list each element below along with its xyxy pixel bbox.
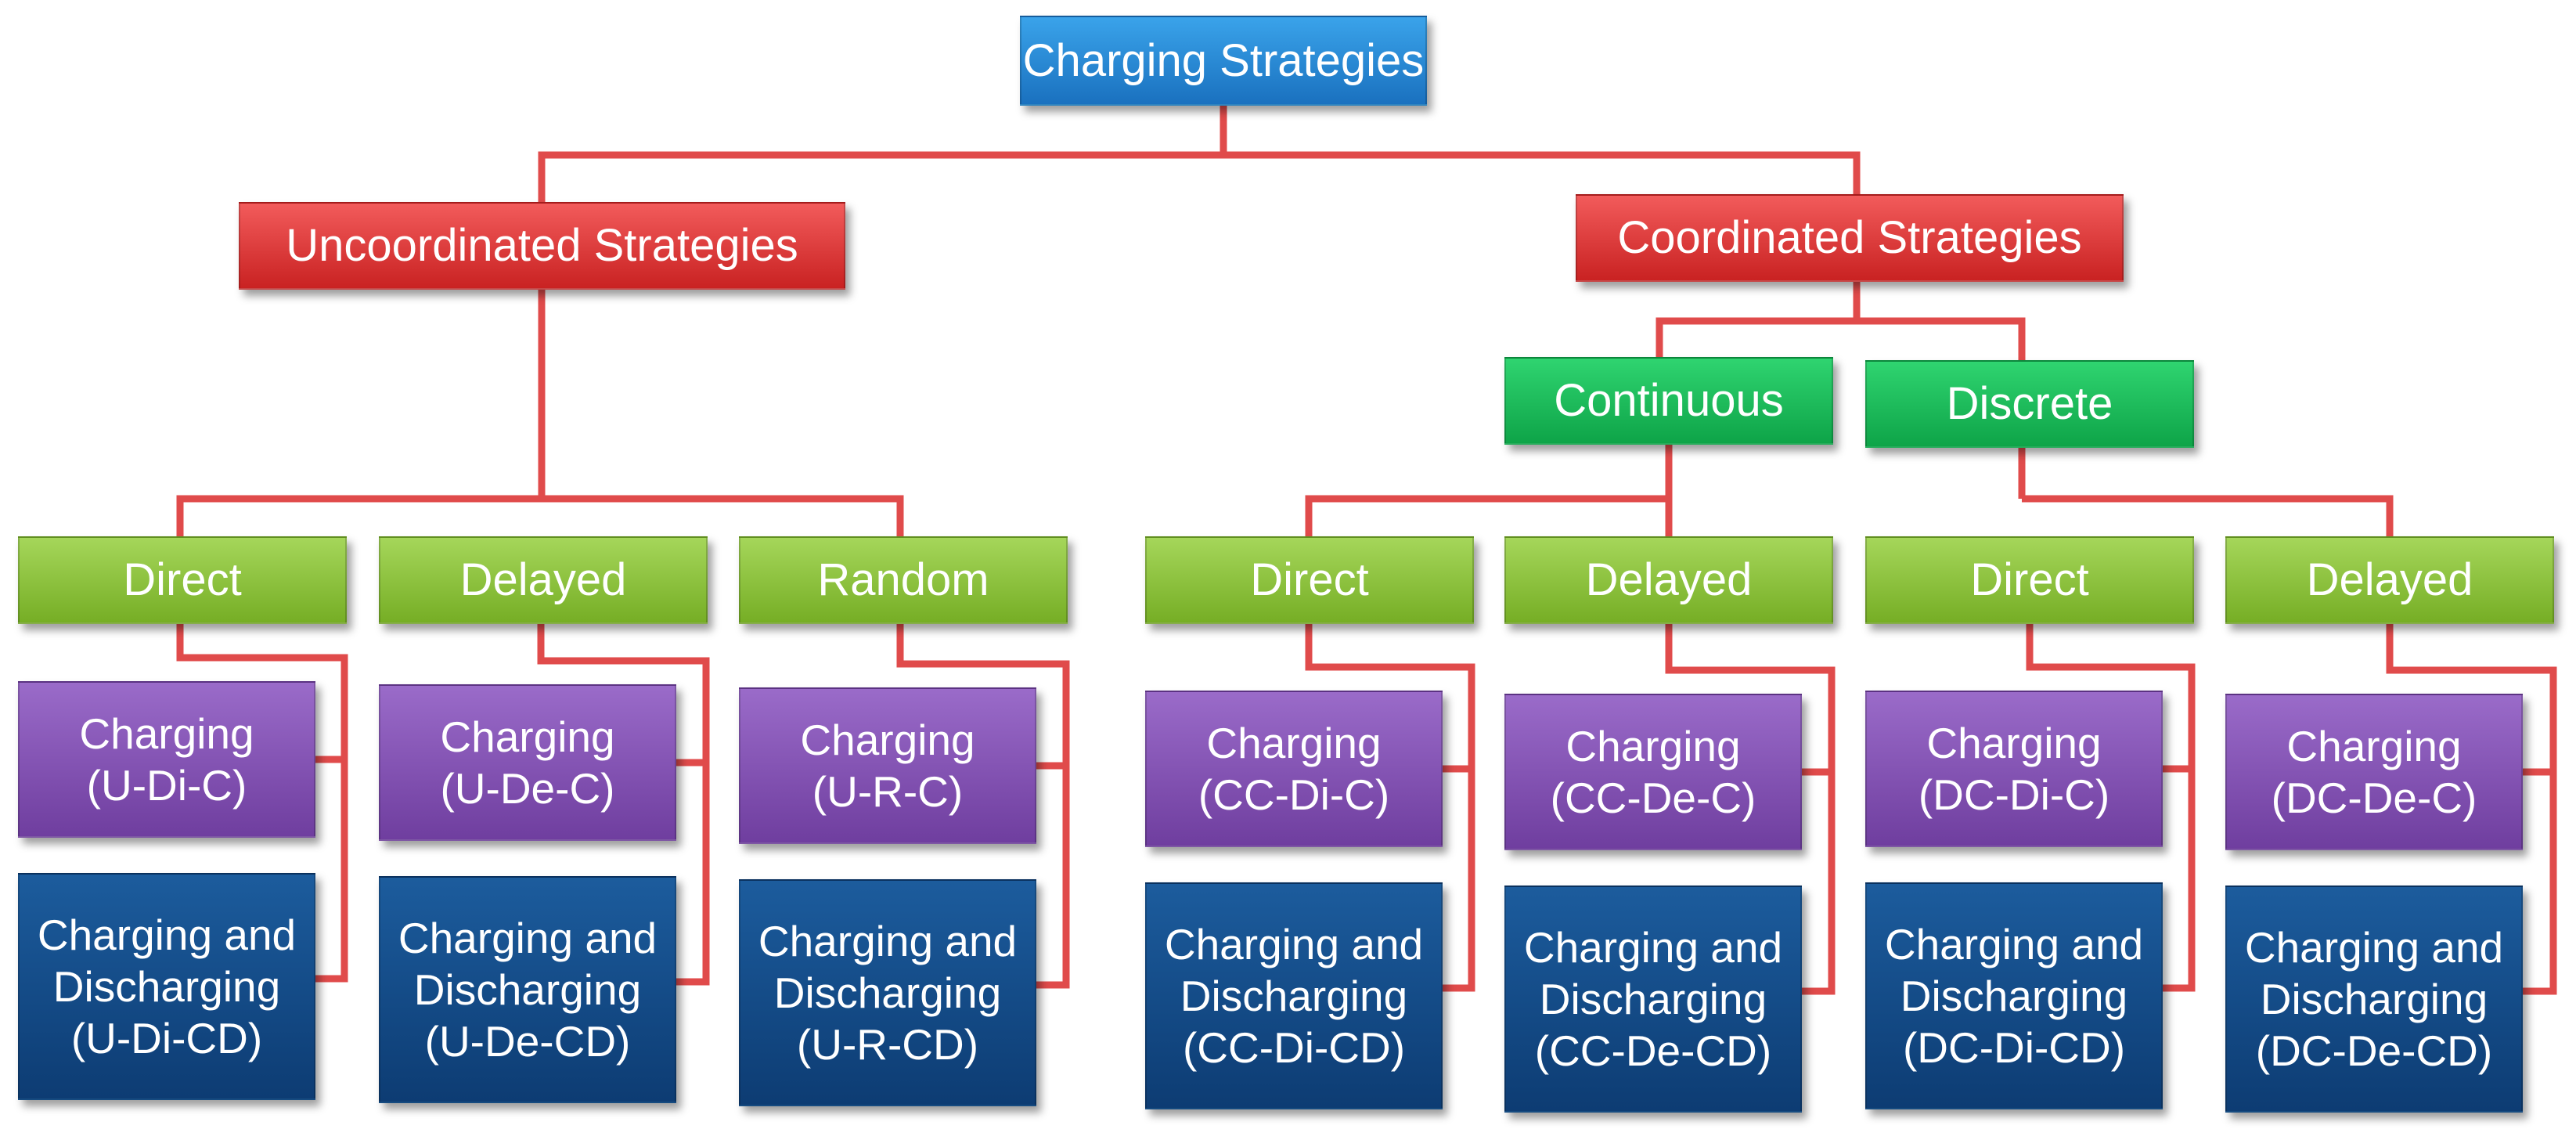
dc-de-cd-label: Charging and Discharging (DC-De-CD) bbox=[2244, 923, 2504, 1075]
connector-line bbox=[537, 624, 710, 986]
cc-direct-label: Direct bbox=[1250, 554, 1369, 606]
uncoordinated-strategies-node: Uncoordinated Strategies bbox=[239, 202, 845, 290]
dc-de-cd-node: Charging and Discharging (DC-De-CD) bbox=[2225, 886, 2523, 1113]
connector-line bbox=[2026, 624, 2196, 992]
u-de-cd-label: Charging and Discharging (U-De-CD) bbox=[398, 914, 658, 1066]
cc-de-cd-label: Charging and Discharging (CC-De-CD) bbox=[1523, 923, 1783, 1075]
dc-di-c-label: Charging (DC-Di-C) bbox=[1918, 719, 2110, 819]
discrete-node: Discrete bbox=[1865, 360, 2194, 448]
u-r-c-node: Charging (U-R-C) bbox=[739, 687, 1036, 844]
connector-line bbox=[896, 624, 1070, 989]
connector-line bbox=[1655, 317, 2026, 360]
root-label: Charging Strategies bbox=[1022, 34, 1425, 86]
u-di-c-node: Charging (U-Di-C) bbox=[18, 681, 315, 838]
dc-direct-node: Direct bbox=[1865, 536, 2194, 624]
cc-di-cd-node: Charging and Discharging (CC-Di-CD) bbox=[1145, 882, 1443, 1109]
cc-di-c-label: Charging (CC-Di-C) bbox=[1198, 719, 1390, 819]
u-direct-node: Direct bbox=[18, 536, 347, 624]
cc-de-c-label: Charging (CC-De-C) bbox=[1550, 722, 1756, 822]
u-r-cd-node: Charging and Discharging (U-R-CD) bbox=[739, 879, 1036, 1106]
connector-line bbox=[176, 495, 904, 536]
u-direct-label: Direct bbox=[123, 554, 242, 606]
cc-delayed-label: Delayed bbox=[1585, 554, 1753, 606]
cc-di-c-node: Charging (CC-Di-C) bbox=[1145, 691, 1443, 847]
dc-de-c-label: Charging (DC-De-C) bbox=[2271, 722, 2477, 822]
u-di-c-label: Charging (U-Di-C) bbox=[79, 709, 254, 810]
coordinated-strategies-label: Coordinated Strategies bbox=[1617, 212, 2082, 264]
connector-line bbox=[176, 624, 348, 983]
u-de-c-node: Charging (U-De-C) bbox=[379, 684, 676, 841]
u-delayed-node: Delayed bbox=[379, 536, 708, 624]
u-di-cd-node: Charging and Discharging (U-Di-CD) bbox=[18, 873, 315, 1100]
u-random-node: Random bbox=[739, 536, 1068, 624]
continuous-label: Continuous bbox=[1554, 375, 1784, 427]
cc-de-cd-node: Charging and Discharging (CC-De-CD) bbox=[1504, 886, 1802, 1113]
dc-delayed-label: Delayed bbox=[2306, 554, 2473, 606]
u-de-cd-node: Charging and Discharging (U-De-CD) bbox=[379, 876, 676, 1103]
dc-direct-label: Direct bbox=[1970, 554, 2089, 606]
connector-line bbox=[2022, 495, 2394, 536]
connector-line bbox=[1665, 624, 1836, 995]
continuous-node: Continuous bbox=[1504, 357, 1833, 445]
uncoordinated-strategies-label: Uncoordinated Strategies bbox=[286, 220, 798, 272]
discrete-label: Discrete bbox=[1946, 378, 2113, 430]
connector-line bbox=[1305, 624, 1475, 992]
root-node: Charging Strategies bbox=[1020, 16, 1427, 106]
cc-delayed-node: Delayed bbox=[1504, 536, 1833, 624]
u-de-c-label: Charging (U-De-C) bbox=[440, 712, 615, 813]
u-r-c-label: Charging (U-R-C) bbox=[800, 716, 975, 816]
dc-di-cd-node: Charging and Discharging (DC-Di-CD) bbox=[1865, 882, 2163, 1109]
cc-di-cd-label: Charging and Discharging (CC-Di-CD) bbox=[1164, 920, 1424, 1072]
cc-de-c-node: Charging (CC-De-C) bbox=[1504, 694, 1802, 850]
dc-de-c-node: Charging (DC-De-C) bbox=[2225, 694, 2523, 850]
connector-line bbox=[1223, 151, 1861, 194]
coordinated-strategies-node: Coordinated Strategies bbox=[1576, 194, 2124, 282]
u-r-cd-label: Charging and Discharging (U-R-CD) bbox=[758, 917, 1018, 1069]
connector-line bbox=[2386, 624, 2557, 995]
connector-line bbox=[538, 106, 1227, 202]
u-random-label: Random bbox=[817, 554, 989, 606]
dc-di-cd-label: Charging and Discharging (DC-Di-CD) bbox=[1884, 920, 2144, 1072]
u-delayed-label: Delayed bbox=[459, 554, 627, 606]
dc-di-c-node: Charging (DC-Di-C) bbox=[1865, 691, 2163, 847]
cc-direct-node: Direct bbox=[1145, 536, 1474, 624]
dc-delayed-node: Delayed bbox=[2225, 536, 2554, 624]
connector-line bbox=[1305, 495, 1673, 536]
u-di-cd-label: Charging and Discharging (U-Di-CD) bbox=[37, 911, 297, 1062]
